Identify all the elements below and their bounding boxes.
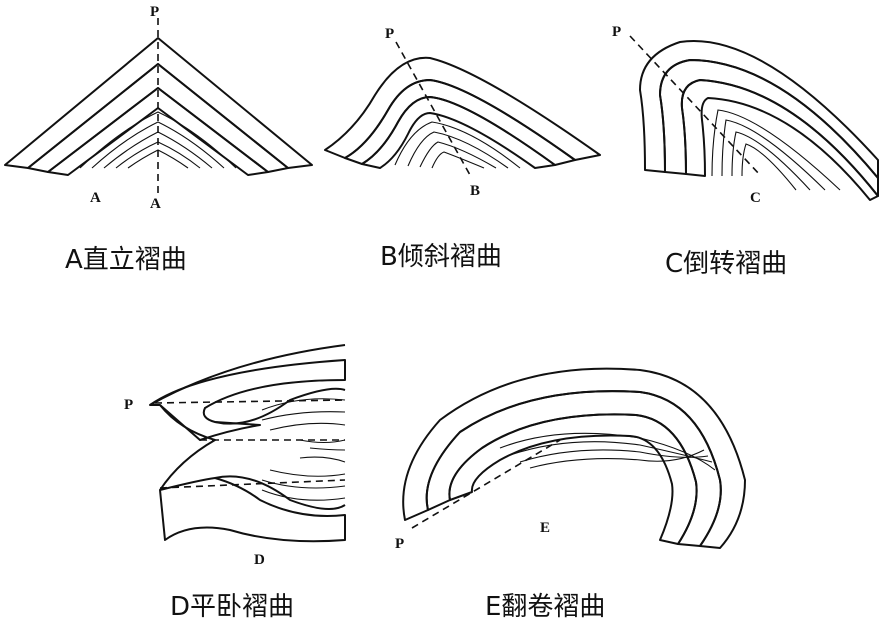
panel-letter-c: C: [750, 190, 761, 206]
layer-sandstone-lower: [361, 96, 556, 169]
layer-sandstone-outer: [402, 367, 746, 549]
panel-letter-a: A: [90, 190, 101, 206]
panel-letter-e: E: [540, 520, 550, 536]
panel-letter-d: D: [254, 552, 265, 568]
layer-top-boundary: [149, 344, 346, 406]
fold-outline-inner: [214, 387, 346, 510]
shale-layers: [711, 109, 841, 191]
caption-d: D平卧褶曲: [170, 592, 294, 622]
axis-letter-a: A: [150, 196, 161, 212]
axial-plane-d1: [154, 399, 346, 404]
pole-label-d: P: [124, 397, 133, 413]
caption-a: A直立褶曲: [65, 245, 187, 275]
panel-a-upright-fold: P A A: [4, 4, 313, 212]
shale-layers: [261, 398, 346, 501]
panel-c-overturned-fold: P C: [612, 24, 879, 206]
axial-plane-b: [395, 41, 471, 176]
shale-layers: [394, 121, 521, 169]
layer-limestone: [425, 390, 722, 547]
pole-label-b: P: [385, 26, 394, 42]
layer-sandstone-upper: [149, 359, 346, 441]
axial-plane-e: [411, 439, 561, 529]
pole-label-e: P: [395, 536, 404, 552]
caption-c: C倒转褶曲: [665, 249, 787, 279]
layer-sandstone-lower: [47, 87, 269, 176]
pole-label-c: P: [612, 24, 621, 40]
pole-label-a: P: [150, 4, 159, 20]
layer-sandstone-top: [324, 56, 601, 161]
panel-letter-b: B: [470, 183, 480, 199]
panel-b-inclined-fold: P B: [324, 26, 601, 199]
axial-plane-c: [629, 35, 761, 176]
caption-e: E翻卷褶曲: [485, 592, 605, 622]
shale-layers: [499, 432, 716, 471]
axial-plane-d3: [159, 479, 346, 489]
panel-e-turned-fold: P E: [395, 367, 746, 552]
layer-sandstone-inner: [680, 79, 879, 201]
caption-b: B倾斜褶曲: [380, 242, 502, 272]
layer-sandstone-inner: [448, 413, 698, 545]
panel-d-recumbent-fold: P D: [124, 344, 346, 568]
layer-sandstone-lower: [159, 477, 346, 543]
